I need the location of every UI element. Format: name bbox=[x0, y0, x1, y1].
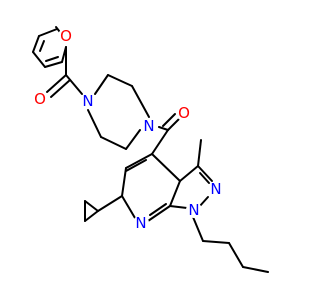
bond bbox=[242, 266, 269, 273]
bond bbox=[84, 200, 99, 212]
bond bbox=[147, 205, 171, 222]
atom-label-n: N bbox=[210, 180, 221, 198]
bond bbox=[44, 61, 63, 68]
bond bbox=[162, 113, 176, 127]
bond bbox=[197, 139, 202, 167]
bond bbox=[32, 35, 40, 53]
bond bbox=[169, 180, 181, 207]
atom-label-o: O bbox=[34, 90, 46, 108]
bond bbox=[121, 195, 136, 219]
molecule-canvas: O O N N O N N bbox=[32, 26, 269, 273]
atom-labels: O O N N O N N bbox=[32, 27, 224, 232]
bond bbox=[192, 216, 204, 242]
bond bbox=[131, 85, 150, 118]
atom-label-n: N bbox=[82, 92, 93, 110]
pyrazole-nitrogen-1: N bbox=[186, 201, 202, 219]
bond bbox=[197, 165, 213, 182]
bond bbox=[32, 51, 46, 68]
molecule-structure: O O N N O N N bbox=[32, 26, 269, 273]
bond bbox=[100, 136, 127, 150]
bond bbox=[65, 74, 83, 95]
bond bbox=[94, 74, 109, 95]
bond bbox=[125, 129, 141, 150]
bond bbox=[39, 40, 45, 52]
bond bbox=[84, 210, 99, 222]
bond bbox=[199, 172, 210, 184]
pyridine-nitrogen: N bbox=[133, 214, 149, 232]
piperazine-nitrogen-2: N bbox=[141, 117, 157, 135]
carbonyl-oxygen-2: O bbox=[176, 104, 192, 122]
bond bbox=[169, 205, 188, 209]
piperazine-nitrogen-1: N bbox=[80, 92, 96, 110]
bond bbox=[158, 126, 169, 131]
bonds bbox=[32, 26, 269, 273]
bond bbox=[87, 109, 102, 138]
bond bbox=[149, 203, 167, 216]
bond bbox=[125, 159, 147, 172]
bond bbox=[107, 74, 133, 87]
bond bbox=[97, 195, 123, 212]
atom-label-n: N bbox=[135, 214, 146, 232]
bond bbox=[198, 196, 209, 208]
bond bbox=[38, 28, 58, 37]
bond bbox=[179, 165, 199, 182]
furan-oxygen: O bbox=[58, 27, 74, 45]
bond bbox=[151, 153, 181, 182]
bond bbox=[121, 167, 127, 197]
pyrazole-nitrogen-2: N bbox=[208, 180, 224, 198]
bond bbox=[45, 56, 59, 62]
bond bbox=[167, 117, 181, 131]
bond bbox=[228, 242, 244, 268]
bond bbox=[151, 129, 169, 155]
carbonyl-oxygen-1: O bbox=[32, 90, 48, 108]
atom-label-n: N bbox=[188, 201, 199, 219]
bond bbox=[202, 240, 230, 244]
bond bbox=[46, 74, 67, 93]
bond bbox=[125, 153, 153, 169]
atom-label-o: O bbox=[60, 27, 72, 45]
atom-label-n: N bbox=[143, 117, 154, 135]
atom-label-o: O bbox=[178, 104, 190, 122]
bond bbox=[50, 79, 71, 98]
